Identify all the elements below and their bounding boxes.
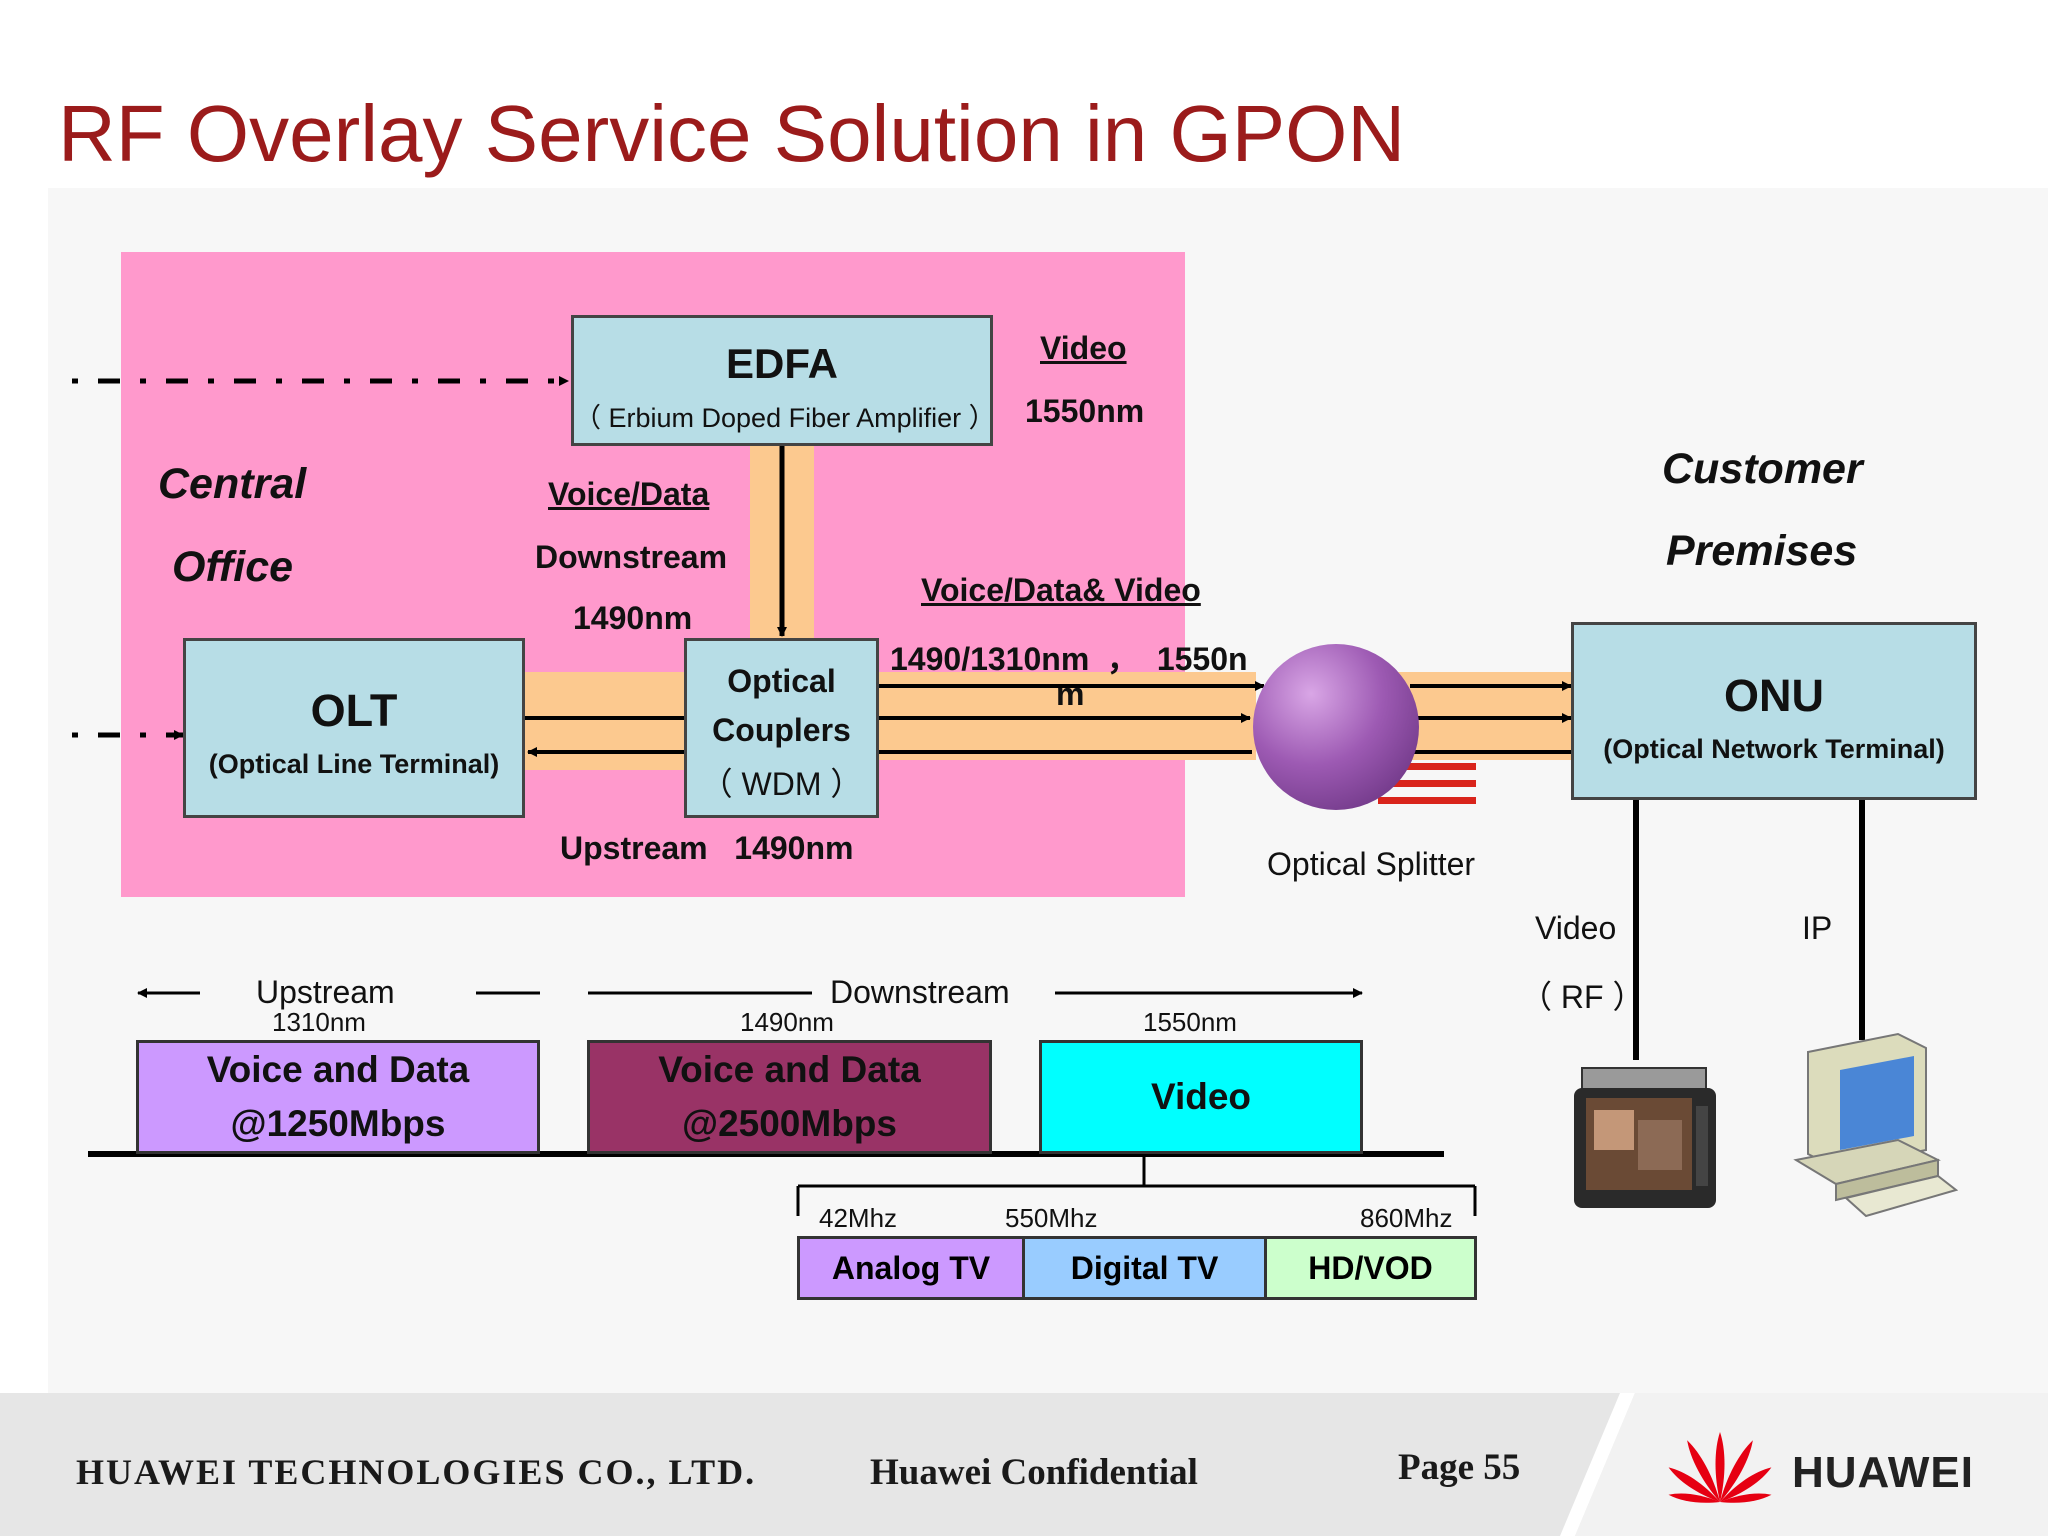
band-downstream-line-1: Voice and Data	[658, 1049, 921, 1090]
video-input-wavelength: 1550nm	[1025, 393, 1145, 429]
spectrum-downstream-label: Downstream	[830, 974, 1010, 1010]
central-office-label-2: Office	[172, 543, 294, 591]
optical-splitter-label: Optical Splitter	[1267, 846, 1476, 882]
huawei-logo-icon	[1668, 1432, 1772, 1503]
downstream-label: Downstream	[535, 539, 728, 575]
sub-band-digital-tv: Digital TV	[1022, 1236, 1267, 1300]
customer-premises-label-2: Premises	[1666, 527, 1858, 575]
band-upstream-voice-data: Voice and Data @1250Mbps	[136, 1040, 540, 1154]
band-wavelength-1550: 1550nm	[1143, 1007, 1237, 1037]
computer-icon	[1793, 1032, 1958, 1218]
band-wavelength-1490: 1490nm	[740, 1007, 834, 1037]
downstream-wavelength: 1490nm	[573, 600, 693, 636]
sub-band-hd-vod-label: HD/VOD	[1308, 1249, 1433, 1286]
coupler-line-1: Optical	[727, 663, 836, 699]
upstream-wavelength-label: Upstream 1490nm	[560, 830, 854, 866]
band-video: Video	[1039, 1040, 1363, 1154]
onu-description: (Optical Network Terminal)	[1603, 734, 1945, 764]
band-upstream-line-2: @1250Mbps	[230, 1103, 446, 1144]
edfa-description: （ Erbium Doped Fiber Amplifier ）	[574, 403, 996, 433]
footer-divider	[1560, 1393, 1680, 1536]
rf-port-label: （ RF ）	[1520, 979, 1645, 1015]
sub-band-analog-tv: Analog TV	[797, 1236, 1025, 1300]
footer-confidential: Huawei Confidential	[870, 1452, 1198, 1493]
onu-name: ONU	[1724, 670, 1824, 721]
voice-data-label: Voice/Data	[548, 476, 710, 512]
page-title: RF Overlay Service Solution in GPON	[58, 89, 1406, 178]
combined-wavelengths-wrap: m	[1056, 676, 1085, 712]
edfa-name: EDFA	[725, 340, 838, 387]
band-wavelength-1310: 1310nm	[272, 1007, 366, 1037]
olt-description: (Optical Line Terminal)	[208, 749, 500, 779]
sub-band-analog-tv-label: Analog TV	[831, 1249, 991, 1286]
sub-band-digital-tv-label: Digital TV	[1070, 1249, 1219, 1286]
coupler-line-2: Couplers	[712, 712, 851, 748]
huawei-logo-text: HUAWEI	[1792, 1448, 1974, 1497]
band-upstream-line-1: Voice and Data	[206, 1049, 470, 1090]
combined-signal-label: Voice/Data& Video	[921, 572, 1201, 608]
band-downstream-voice-data: Voice and Data @2500Mbps	[587, 1040, 992, 1154]
footer-company: HUAWEI TECHNOLOGIES CO., LTD.	[76, 1452, 757, 1492]
television-icon	[1574, 1067, 1716, 1208]
freq-mark-42: 42Mhz	[819, 1203, 898, 1233]
olt-box: OLT (Optical Line Terminal)	[183, 638, 525, 818]
sub-band-hd-vod: HD/VOD	[1264, 1236, 1477, 1300]
optical-splitter-sphere	[1253, 644, 1419, 810]
freq-mark-550: 550Mhz	[1005, 1203, 1098, 1233]
video-input-label: Video	[1040, 330, 1127, 366]
freq-mark-860: 860Mhz	[1360, 1203, 1453, 1233]
band-video-label: Video	[1150, 1076, 1252, 1117]
edfa-box: EDFA （ Erbium Doped Fiber Amplifier ）	[571, 315, 996, 446]
onu-box: ONU (Optical Network Terminal)	[1571, 622, 1977, 800]
coupler-line-3: （ WDM ）	[700, 766, 863, 802]
footer-page-number: Page 55	[1398, 1447, 1521, 1488]
central-office-label-1: Central	[158, 460, 307, 508]
spectrum-upstream-label: Upstream	[256, 974, 395, 1010]
optical-coupler-box: Optical Couplers （ WDM ）	[684, 638, 879, 818]
band-downstream-line-2: @2500Mbps	[682, 1103, 897, 1144]
customer-premises-label-1: Customer	[1662, 445, 1863, 493]
combined-wavelengths: 1490/1310nm ， 1550n	[890, 641, 1248, 677]
ip-port-label: IP	[1802, 910, 1833, 946]
olt-name: OLT	[310, 685, 398, 736]
video-port-label: Video	[1535, 910, 1617, 946]
